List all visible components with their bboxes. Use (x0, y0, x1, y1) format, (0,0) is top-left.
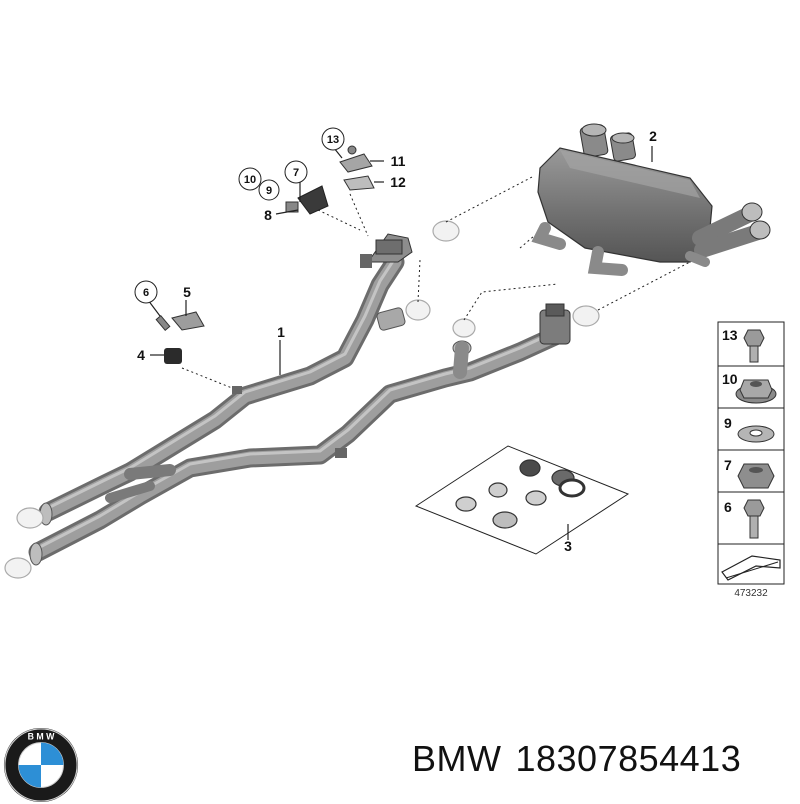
legend-number-13: 13 (722, 327, 738, 343)
callout-7: 7 (293, 167, 299, 179)
clamp-icon (4, 557, 32, 579)
callout-9: 9 (266, 185, 272, 197)
callout-3: 3 (564, 538, 572, 554)
svg-text:B M W: B M W (28, 732, 56, 742)
clamp-icon (452, 318, 476, 338)
legend-number-7: 7 (724, 457, 732, 473)
callout-5: 5 (183, 284, 191, 300)
bracket-parts (155, 145, 375, 364)
part-number: 18307854413 (515, 738, 742, 779)
callout-11: 11 (391, 153, 406, 169)
callout-6: 6 (143, 287, 149, 299)
bolt-icon (743, 329, 765, 363)
fastener-legend: 13 10 9 7 6 473232 (717, 321, 785, 599)
diagram-number: 473232 (734, 588, 768, 599)
connector-lines (181, 175, 691, 389)
part-caption: BMW 18307854413 (412, 738, 741, 780)
hex-nut-icon (737, 463, 775, 489)
direction-arrow-icon (721, 555, 781, 581)
callout-8: 8 (264, 207, 272, 223)
collar-nut-icon (735, 379, 777, 404)
clamp-icon (405, 299, 431, 321)
callout-12: 12 (390, 174, 406, 190)
legend-number-10: 10 (722, 371, 738, 387)
front-pipe-assembly (28, 233, 571, 566)
bmw-logo: B M W (3, 727, 79, 803)
clamp-icon (432, 220, 460, 242)
callout-4: 4 (137, 347, 145, 363)
washer-icon (737, 425, 775, 443)
callout-10: 10 (244, 174, 256, 186)
bolt-icon (743, 499, 765, 539)
callout-13: 13 (327, 134, 339, 146)
callout-1: 1 (277, 324, 285, 340)
brand-label: BMW (412, 738, 502, 779)
clamp-icon (16, 507, 44, 529)
callout-2: 2 (649, 128, 657, 144)
clamps (4, 220, 600, 579)
legend-number-6: 6 (724, 499, 732, 515)
legend-number-9: 9 (724, 415, 732, 431)
front-pipe-upper (38, 252, 405, 522)
rear-muffler (531, 123, 771, 276)
callouts: 2 1 5 4 8 11 12 3 6 10 9 7 13 (134, 127, 657, 554)
clamp-kit-box (414, 445, 630, 555)
clamp-icon (572, 305, 600, 327)
